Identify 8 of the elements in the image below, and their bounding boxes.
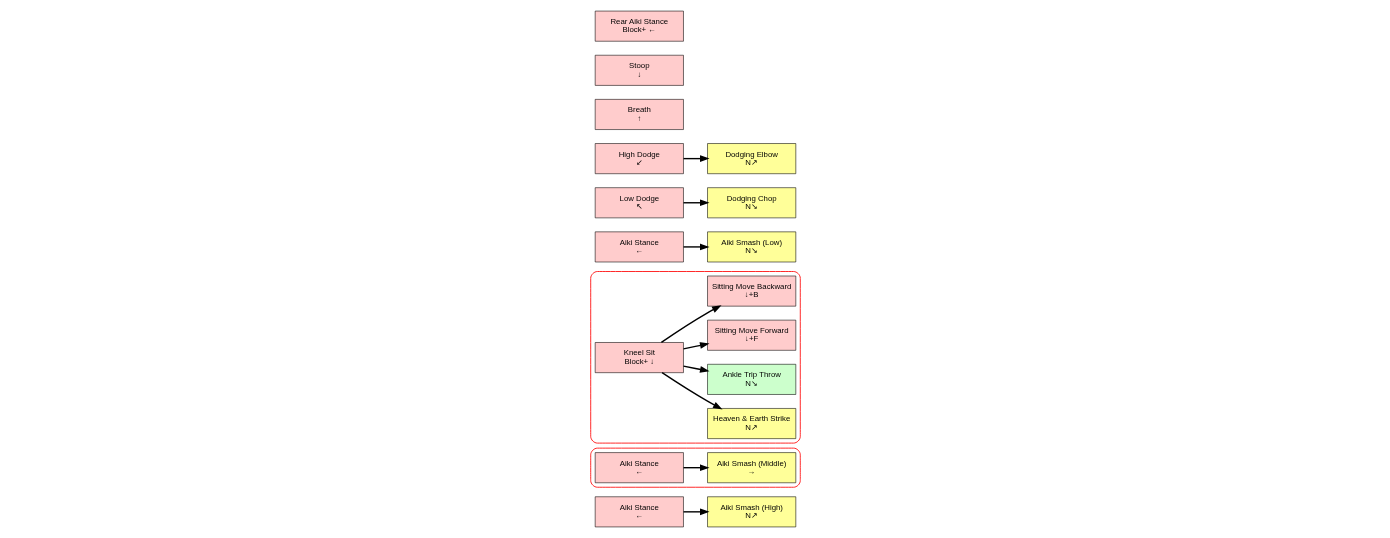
- arrow: [682, 508, 710, 516]
- arrow: [682, 365, 709, 373]
- arrow: [660, 372, 722, 410]
- arrow: [682, 342, 709, 350]
- arrow: [660, 305, 722, 344]
- cluster: [589, 447, 801, 488]
- arrow: [682, 243, 710, 251]
- cluster: [589, 271, 801, 444]
